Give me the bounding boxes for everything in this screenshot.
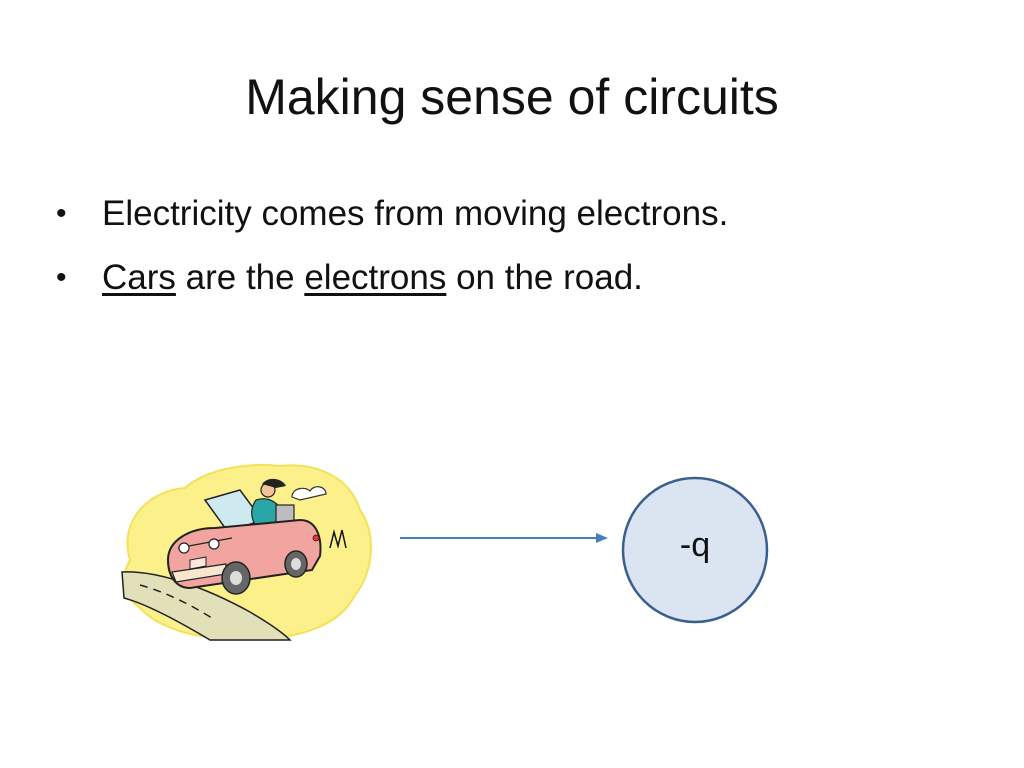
bullet-marker: • <box>56 261 67 294</box>
bullet-text: Electricity comes from moving electrons. <box>102 194 729 233</box>
electron-circle <box>621 476 769 624</box>
slide-title: Making sense of circuits <box>245 69 779 125</box>
charge-label: -q <box>679 526 711 564</box>
car-clipart-icon <box>121 463 372 641</box>
bullet-text: on the road. <box>446 258 643 297</box>
underlined-term-cars: Cars <box>102 258 176 297</box>
underlined-term-electrons: electrons <box>304 258 447 297</box>
bullet-item-1: • Electricity comes from moving electron… <box>56 188 728 252</box>
bullet-item-2: • Cars are the electrons on the road. <box>56 252 728 316</box>
bullet-list: • Electricity comes from moving electron… <box>56 188 728 316</box>
bullet-marker: • <box>56 197 67 230</box>
bullet-text: are the <box>175 258 305 297</box>
